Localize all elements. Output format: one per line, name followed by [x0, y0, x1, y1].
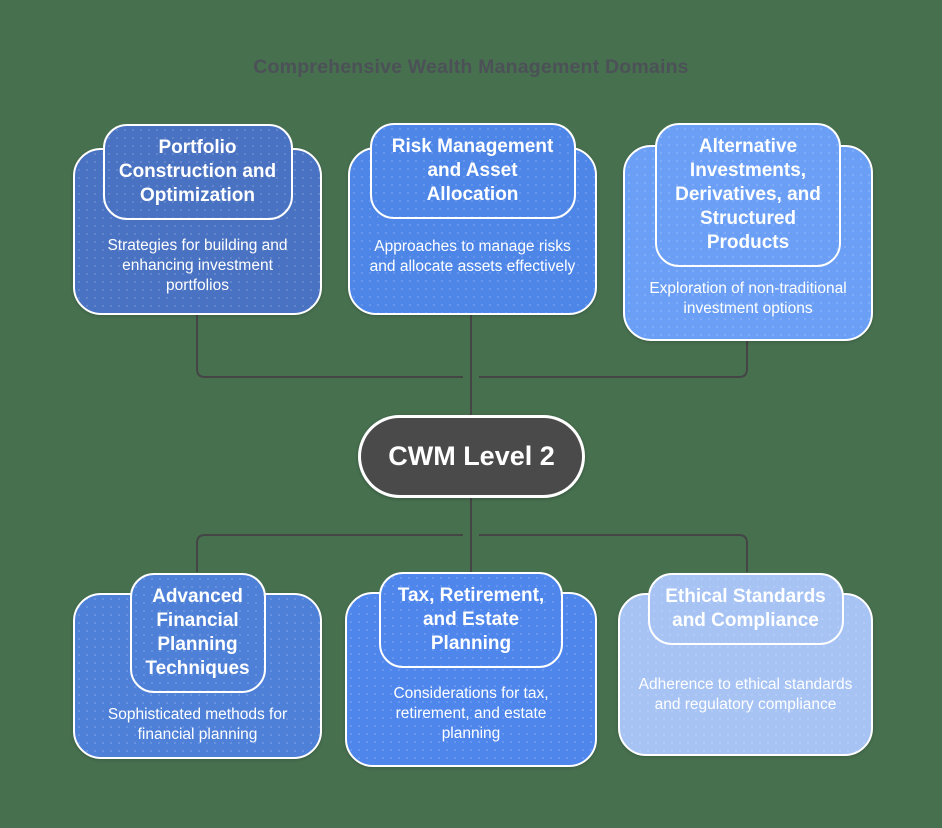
domain-card-header: Risk Management and Asset Allocation	[369, 123, 576, 219]
domain-card-advanced-financial-planning: Advanced Financial Planning Techniques S…	[73, 573, 322, 759]
connector-top-right	[479, 341, 748, 378]
domain-card-header: Ethical Standards and Compliance	[647, 573, 844, 645]
domain-card-alternative-investments: Alternative Investments, Derivatives, an…	[623, 123, 873, 341]
domain-card-header: Portfolio Construction and Optimization	[102, 124, 293, 220]
domain-card-header: Alternative Investments, Derivatives, an…	[655, 123, 841, 267]
center-node-label: CWM Level 2	[388, 441, 555, 471]
domain-card-description: Adherence to ethical standards and regul…	[638, 676, 853, 714]
domain-card-description: Strategies for building and enhancing in…	[107, 237, 288, 295]
connector-group	[196, 315, 748, 572]
diagram-title: Comprehensive Wealth Management Domains	[253, 56, 689, 78]
connector-bottom-right	[479, 534, 748, 572]
connector-top-left	[196, 315, 463, 378]
domain-card-description: Approaches to manage risks and allocate …	[369, 238, 576, 276]
domain-card-header: Advanced Financial Planning Techniques	[129, 573, 266, 693]
domain-card-tax-retirement-estate: Tax, Retirement, and Estate Planning Con…	[345, 572, 597, 767]
center-node-cwm-level-2: CWM Level 2	[358, 415, 585, 498]
domain-card-ethical-standards: Ethical Standards and Compliance Adheren…	[618, 573, 873, 756]
domain-card-description: Considerations for tax, retirement, and …	[393, 685, 549, 743]
domain-card-portfolio-construction: Portfolio Construction and Optimization …	[73, 124, 322, 315]
domain-card-description: Exploration of non-traditional investmen…	[649, 280, 847, 318]
domain-card-risk-management: Risk Management and Asset Allocation App…	[348, 123, 597, 315]
connector-bottom-left	[196, 534, 463, 572]
domain-card-header: Tax, Retirement, and Estate Planning	[379, 572, 563, 668]
domain-card-description: Sophisticated methods for financial plan…	[107, 706, 288, 744]
